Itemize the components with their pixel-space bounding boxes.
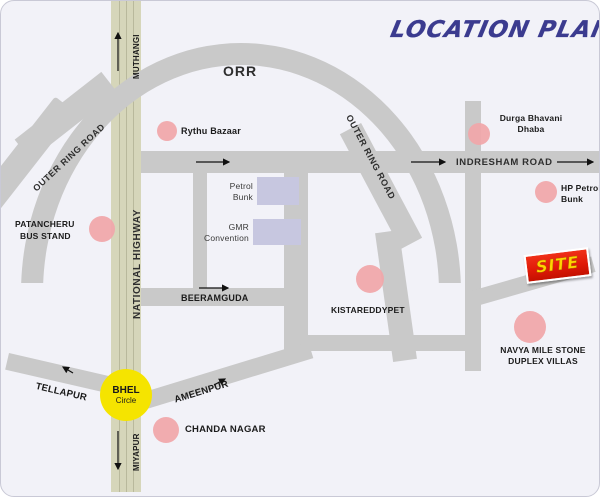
road-grid-vertical-c (296, 151, 308, 346)
label-miyapur: MIYAPUR (132, 433, 141, 471)
site-badge: SITE (523, 247, 592, 284)
label-navya-line2: DUPLEX VILLAS (508, 356, 578, 366)
road-grid-lower (296, 335, 471, 351)
marker-durga-bhavani-dhaba (468, 123, 490, 145)
label-rythu-bazaar: Rythu Bazaar (181, 126, 241, 136)
label-muthangi: MUTHANGI (132, 34, 141, 79)
label-patancheru-bus-stand-line2: BUS STAND (20, 231, 71, 241)
label-orr: ORR (223, 63, 258, 79)
bhel-circle-name: BHEL (112, 384, 140, 396)
page-title: LOCATION PLAN (388, 17, 600, 43)
marker-patancheru-bus-stand (89, 216, 115, 242)
label-gmr-convention-line1: GMR (228, 222, 249, 232)
label-kistareddypet: KISTAREDDYPET (331, 305, 405, 315)
label-beeramguda: BEERAMGUDA (181, 293, 249, 303)
building-petrol-bunk (257, 177, 299, 205)
road-cross-main-upper (141, 151, 401, 173)
label-petrol-bunk-line2: Bunk (232, 192, 253, 202)
label-indresham-road: INDRESHAM ROAD (456, 157, 553, 168)
road-grid-vertical-a (193, 151, 207, 301)
marker-rythu-bazaar (157, 121, 177, 141)
marker-chanda-nagar (153, 417, 179, 443)
marker-kistareddypet (356, 265, 384, 293)
road-indresham (401, 151, 599, 173)
site-badge-label: SITE (534, 252, 581, 277)
bhel-circle-junction: BHEL Circle (100, 369, 152, 421)
label-petrol-bunk-line1: Petrol (229, 181, 253, 191)
road-beeramguda (141, 288, 293, 306)
bhel-circle-sub: Circle (115, 396, 137, 406)
label-gmr-convention-line2: Convention (203, 233, 249, 243)
label-patancheru-bus-stand-line1: PATANCHERU (15, 219, 75, 229)
label-hp-petrol-bunk-line1: HP Petrol (561, 183, 600, 193)
building-gmr-convention (253, 219, 301, 245)
marker-hp-petrol-bunk (535, 181, 557, 203)
label-chanda-nagar: CHANDA NAGAR (185, 424, 266, 435)
label-navya-line1: NAVYA MILE STONE (500, 345, 586, 355)
label-national-highway: NATIONAL HIGHWAY (132, 209, 143, 319)
label-durga-bhavani-dhaba-line2: Dhaba (517, 124, 545, 134)
marker-navya-site (514, 311, 546, 343)
road-ameenpur (141, 341, 314, 410)
label-hp-petrol-bunk-line2: Bunk (561, 194, 584, 204)
label-durga-bhavani-dhaba-line1: Durga Bhavani (499, 113, 563, 123)
